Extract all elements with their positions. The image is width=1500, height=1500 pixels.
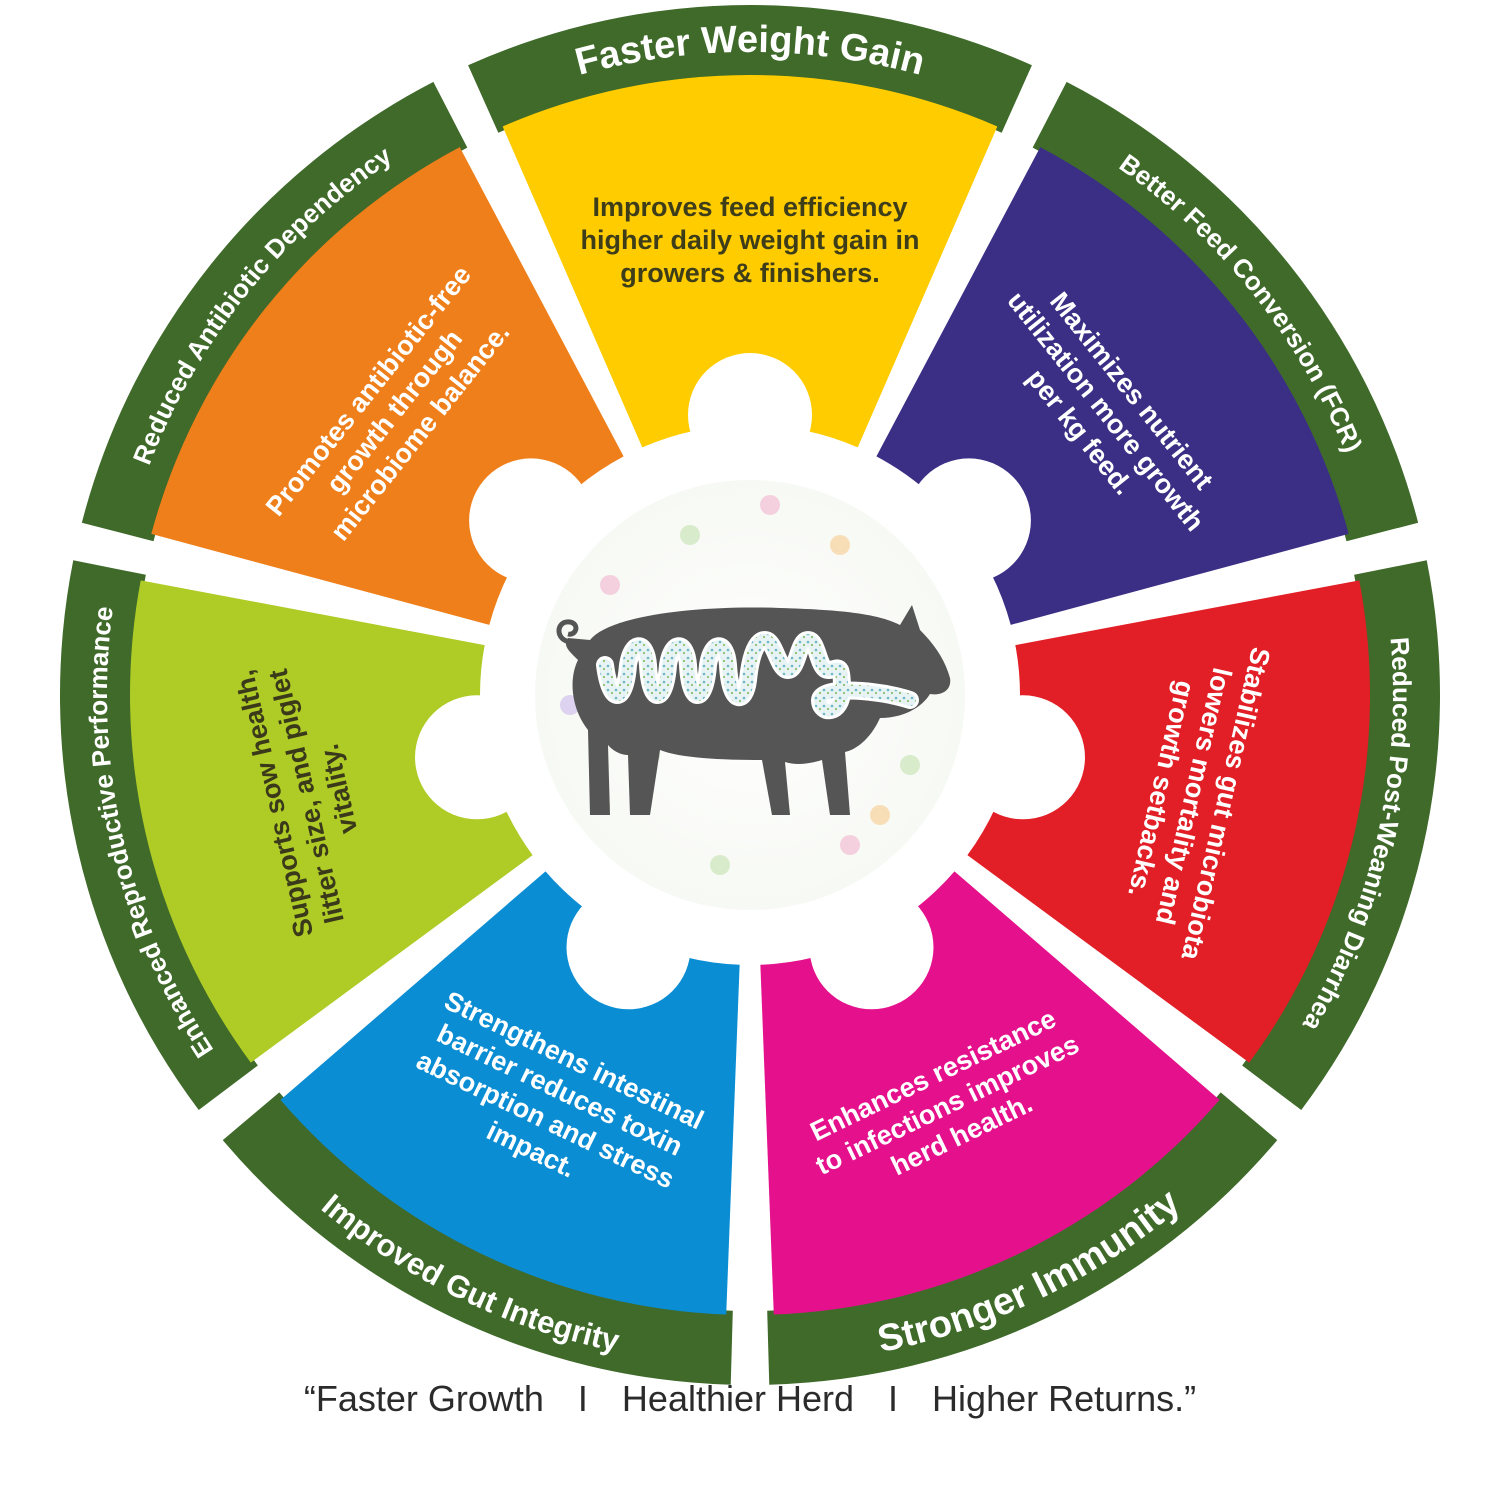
pig-icon bbox=[556, 605, 951, 815]
description-line: higher daily weight gain in bbox=[580, 225, 919, 255]
gear-notch bbox=[566, 885, 691, 1010]
tagline-higher-returns: Higher Returns.” bbox=[932, 1378, 1197, 1419]
microbe-icon bbox=[830, 535, 850, 555]
gear-notch bbox=[809, 885, 934, 1010]
segment-body bbox=[502, 75, 998, 448]
microbe-icon bbox=[840, 835, 860, 855]
microbe-icon bbox=[710, 855, 730, 875]
gear-notch bbox=[906, 458, 1031, 583]
tagline-separator: I bbox=[888, 1378, 899, 1419]
segment-body bbox=[967, 580, 1370, 1063]
description-line: Improves feed efficiency bbox=[592, 192, 907, 222]
segment-band bbox=[468, 5, 1032, 133]
gear-notch bbox=[415, 695, 540, 820]
microbe-icon bbox=[870, 805, 890, 825]
gear-notch bbox=[688, 353, 812, 477]
tagline-separator: I bbox=[577, 1378, 588, 1419]
segment-better-fcr: Better Feed Conversion (FCR)Maximizes nu… bbox=[876, 81, 1419, 625]
microbe-icon bbox=[760, 495, 780, 515]
center-core bbox=[535, 480, 965, 910]
microbe-icon bbox=[900, 755, 920, 775]
segment-band bbox=[1032, 81, 1419, 542]
tagline-healthier-herd: Healthier Herd bbox=[621, 1378, 855, 1419]
description-line: growers & finishers. bbox=[620, 258, 880, 288]
segment-reproductive-performance: Enhanced Reproductive PerformanceSupport… bbox=[59, 560, 540, 1110]
microbe-icon bbox=[600, 575, 620, 595]
segment-reduced-diarrhea: Reduced Post-Weaning DiarrheaStabilizes … bbox=[960, 560, 1441, 1110]
segment-band bbox=[59, 560, 258, 1110]
gear-notch bbox=[469, 458, 594, 583]
tagline-faster-growth: “Faster Growth bbox=[303, 1378, 544, 1419]
gear-notch bbox=[960, 695, 1085, 820]
segment-band bbox=[1242, 560, 1441, 1110]
tagline: “Faster Growth I Healthier Herd I Higher Ret… bbox=[0, 1378, 1500, 1420]
segment-body bbox=[130, 580, 533, 1063]
segment-band bbox=[81, 81, 468, 542]
microbe-icon bbox=[680, 525, 700, 545]
